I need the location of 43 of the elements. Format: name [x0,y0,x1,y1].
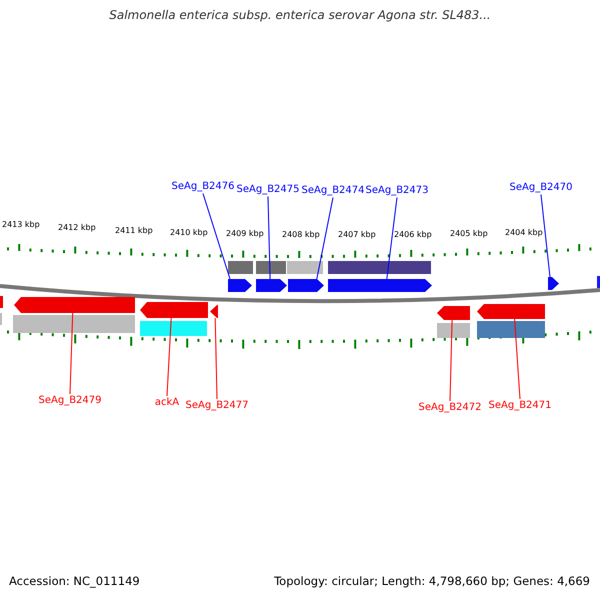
leader-line [386,197,398,280]
leader-line [202,193,230,280]
leader-line [316,197,334,280]
scale-label: 2410 kbp [170,228,208,238]
gene-feature [548,277,559,290]
gene-feature [288,279,324,292]
leader-line [540,194,550,278]
gene-label: SeAg_B2471 [488,400,552,412]
scale-label: 2413 kbp [2,220,40,230]
gene-label: SeAg_B2479 [38,395,102,406]
leader-line [214,318,218,400]
gene-feature [477,304,545,319]
scale-label: 2412 kbp [58,223,96,232]
gene-label: SeAg_B2477 [186,400,248,412]
gene-label: ackA [154,397,180,408]
leader-line [514,318,520,400]
title: Salmonella enterica subsp. enterica serovar Agona str. SL483... [108,9,492,23]
gene-feature [210,305,218,318]
gene-feature [140,302,208,318]
gene-feature [328,279,432,292]
gene-feature [256,279,287,292]
scale-label: 2409 kbp [226,229,264,238]
leader-line [166,318,172,396]
gene-feature [228,279,252,292]
scale-label: 2407 kbp [338,230,376,240]
gene-label: SeAg_B2473 [366,185,428,196]
genome-info-text: Topology: circular; Length: 4,798,660 bp; Genes: 4,669 [274,575,590,588]
gene-label: SeAg_B2472 [418,402,482,414]
gene-label: SeAg_B2475 [236,184,300,196]
scale-label: 2406 kbp [394,230,432,240]
scale-label: 2405 kbp [450,229,488,238]
gene-label: SeAg_B2470 [510,182,572,194]
gene-feature [437,306,470,320]
gene-feature [14,297,135,313]
gene-label: SeAg_B2476 [172,181,234,192]
leader-line [268,196,271,280]
accession-text: Accession: NC_011149 [9,575,140,588]
leader-line [70,312,74,394]
scale-label: 2404 kbp [505,228,543,238]
gene-label: SeAg_B2474 [302,185,364,196]
scale-label: 2411 kbp [115,226,153,236]
leader-line [450,320,453,402]
scale-label: 2408 kbp [282,230,320,240]
